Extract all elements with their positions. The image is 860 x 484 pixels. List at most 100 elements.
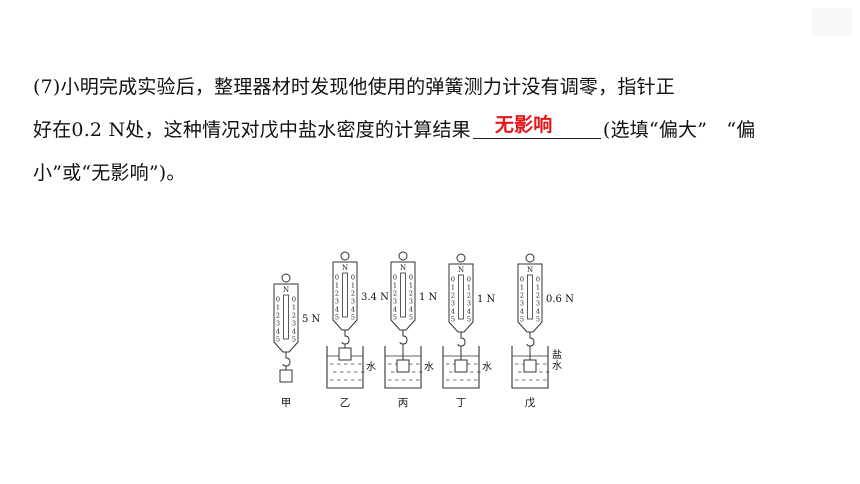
dial-number-right: 0 <box>351 274 355 282</box>
setup-label: 乙 <box>340 397 351 409</box>
dial-number-left: 4 <box>335 306 339 314</box>
dial-number-right: 0 <box>467 276 471 284</box>
setup-label: 丙 <box>398 397 409 409</box>
scale-unit-letter: N <box>400 264 406 272</box>
dial-number-right: 4 <box>409 306 413 314</box>
scale-unit-letter: N <box>458 266 464 274</box>
scale-slot <box>400 272 406 318</box>
scale-slot <box>283 294 289 340</box>
liquid-label-char: 水 <box>552 360 562 372</box>
dial-number-right: 4 <box>467 308 471 316</box>
dial-number-left: 2 <box>335 290 339 298</box>
scale-slot <box>527 274 533 320</box>
scale-ring <box>340 251 350 261</box>
dial-number-left: 0 <box>393 274 397 282</box>
dial-number-right: 2 <box>409 290 413 298</box>
dial-number-left: 4 <box>451 308 455 316</box>
dial-number-left: 0 <box>276 296 280 304</box>
scale-ring <box>281 273 291 283</box>
scale-body <box>517 263 543 333</box>
block <box>523 359 537 373</box>
scale-hook <box>399 330 408 345</box>
dial-number-right: 3 <box>409 298 413 306</box>
scale-reading: 1 N <box>477 294 496 305</box>
dial-number-left: 5 <box>335 314 339 322</box>
dial-number-left: 1 <box>520 284 524 292</box>
dial-number-left: 3 <box>393 298 397 306</box>
beaker <box>326 346 364 389</box>
question-line-2: 好在0.2 N处，这种情况对戊中盐水密度的计算结果无影响(选填“偏大” “偏 <box>33 114 755 142</box>
dial-number-right: 0 <box>536 276 540 284</box>
dial-number-right: 1 <box>409 282 413 290</box>
dial-number-left: 5 <box>520 316 524 324</box>
dial-number-left: 2 <box>520 292 524 300</box>
setup-label: 丁 <box>456 397 467 409</box>
dial-number-left: 2 <box>276 312 280 320</box>
scale-hook <box>282 352 291 367</box>
dial-number-left: 3 <box>276 320 280 328</box>
dial-number-right: 4 <box>536 308 540 316</box>
dial-number-right: 3 <box>351 298 355 306</box>
corner-mark <box>812 8 852 36</box>
dial-number-right: 3 <box>536 300 540 308</box>
scale-ring <box>456 253 466 263</box>
dial-number-right: 3 <box>467 300 471 308</box>
dial-number-left: 3 <box>520 300 524 308</box>
dial-number-right: 2 <box>292 312 296 320</box>
liquid-label: 水 <box>366 361 376 373</box>
liquid-label: 水 <box>424 361 434 373</box>
scale-hook <box>526 332 535 347</box>
question-line-3: 小”或“无影响”)。 <box>33 162 186 184</box>
scale-body <box>273 283 299 353</box>
block <box>279 369 293 383</box>
dial-number-right: 5 <box>536 316 540 324</box>
dial-number-left: 4 <box>276 328 280 336</box>
scale-reading: 1 N <box>419 292 438 303</box>
dial-number-left: 2 <box>393 290 397 298</box>
block <box>338 347 352 361</box>
dial-number-right: 4 <box>351 306 355 314</box>
dial-number-left: 4 <box>520 308 524 316</box>
answer-blank: 无影响 <box>472 114 601 139</box>
scale-ring <box>525 253 535 263</box>
block <box>396 359 410 373</box>
scale-reading: 0.6 N <box>546 294 574 305</box>
scale-reading: 5 N <box>302 314 321 325</box>
dial-number-right: 2 <box>351 290 355 298</box>
dial-number-left: 4 <box>393 306 397 314</box>
liquid-label-char: 盐 <box>552 348 562 361</box>
dial-number-right: 2 <box>536 292 540 300</box>
dial-number-left: 0 <box>335 274 339 282</box>
setup-label: 甲 <box>281 397 292 409</box>
dial-number-left: 5 <box>393 314 397 322</box>
dial-number-left: 3 <box>451 300 455 308</box>
dial-number-right: 2 <box>467 292 471 300</box>
scale-slot <box>342 272 348 318</box>
dial-number-left: 0 <box>520 276 524 284</box>
dial-number-left: 1 <box>276 304 280 312</box>
scale-hook <box>457 332 466 347</box>
scale-reading: 3.4 N <box>361 292 389 303</box>
scale-hook <box>341 330 350 345</box>
dial-number-right: 1 <box>351 282 355 290</box>
dial-number-right: 5 <box>467 316 471 324</box>
dial-number-right: 1 <box>536 284 540 292</box>
beaker <box>384 346 422 389</box>
dial-number-right: 5 <box>409 314 413 322</box>
dial-number-left: 1 <box>393 282 397 290</box>
dial-number-right: 1 <box>292 304 296 312</box>
beaker <box>442 346 480 389</box>
dial-number-left: 0 <box>451 276 455 284</box>
scale-ring <box>398 251 408 261</box>
dial-number-left: 1 <box>451 284 455 292</box>
scale-unit-letter: N <box>527 266 533 274</box>
scale-unit-letter: N <box>342 264 348 272</box>
answer-text: 无影响 <box>494 114 553 136</box>
dial-number-left: 1 <box>335 282 339 290</box>
